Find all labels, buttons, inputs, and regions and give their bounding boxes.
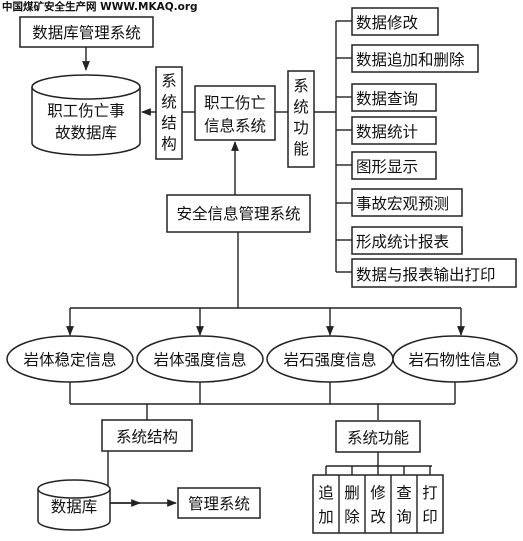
top-structure-char-4: 构 (161, 135, 177, 153)
casualty-db-label-1: 职工伤亡事 (47, 102, 125, 120)
function-label-6: 事故宏观预测 (356, 195, 449, 213)
bottom-mgmt-label: 管理系统 (188, 495, 250, 513)
bottom-function-label: 系统功能 (347, 429, 409, 447)
op-add-1: 追 (318, 484, 334, 502)
function-label-7: 形成统计报表 (356, 233, 449, 251)
function-box-8 (351, 258, 517, 288)
op-query-1: 查 (396, 484, 412, 502)
function-label-4: 数据统计 (356, 123, 418, 141)
function-label-3: 数据查询 (356, 90, 418, 108)
casualty-database-cylinder (31, 74, 141, 156)
op-add-2: 加 (318, 508, 334, 526)
top-structure-char-3: 结 (161, 114, 177, 132)
op-modify-2: 改 (370, 508, 386, 526)
function-box-7 (351, 226, 463, 255)
bottom-structure-label: 系统结构 (116, 428, 178, 446)
function-label-1: 数据修改 (356, 14, 418, 32)
function-box-3 (351, 83, 437, 112)
rock-label-3: 岩石强度信息 (283, 351, 376, 369)
top-function-char-3: 功 (293, 119, 309, 137)
top-function-char-1: 系 (293, 77, 309, 95)
op-print-1: 打 (422, 484, 438, 502)
function-label-8: 数据与报表输出打印 (356, 266, 496, 284)
top-structure-box (155, 66, 183, 160)
bottom-database-cylinder (37, 479, 111, 531)
top-function-box (287, 70, 315, 168)
bottom-database-label: 数据库 (51, 498, 98, 516)
casualty-info-label-1: 职工伤亡 (204, 94, 266, 112)
casualty-info-box (194, 85, 276, 141)
function-box-1 (351, 7, 439, 36)
bottom-function-box (335, 420, 421, 453)
top-structure-char-1: 系 (161, 72, 177, 90)
function-label-5: 图形显示 (356, 158, 418, 176)
op-query-2: 询 (396, 508, 412, 526)
top-function-char-4: 能 (293, 140, 309, 158)
rock-label-4: 岩石物性信息 (408, 351, 501, 369)
db-management-box (19, 16, 154, 48)
rock-label-2: 岩体强度信息 (153, 351, 246, 369)
op-modify-1: 修 (370, 484, 386, 502)
watermark-text: 中国煤矿安全生产网 WWW.MKAQ.org (2, 0, 198, 13)
bottom-structure-box (101, 419, 193, 452)
ops-outer-box (312, 474, 444, 534)
op-delete-1: 删 (344, 484, 360, 502)
function-box-5 (351, 151, 437, 180)
op-print-2: 印 (422, 508, 438, 526)
function-box-6 (351, 188, 463, 217)
function-box-2 (351, 44, 479, 73)
casualty-db-label-2: 故数据库 (55, 124, 117, 142)
rock-label-1: 岩体稳定信息 (23, 351, 116, 369)
top-structure-char-2: 统 (161, 93, 177, 111)
db-management-label: 数据库管理系统 (32, 24, 141, 42)
function-box-4 (351, 116, 437, 145)
top-function-char-2: 统 (293, 98, 309, 116)
function-label-2: 数据追加和删除 (356, 51, 465, 69)
safety-info-label: 安全信息管理系统 (176, 205, 300, 223)
casualty-info-label-2: 信息系统 (204, 117, 266, 135)
bottom-mgmt-box (177, 487, 261, 519)
op-delete-2: 除 (344, 508, 360, 526)
